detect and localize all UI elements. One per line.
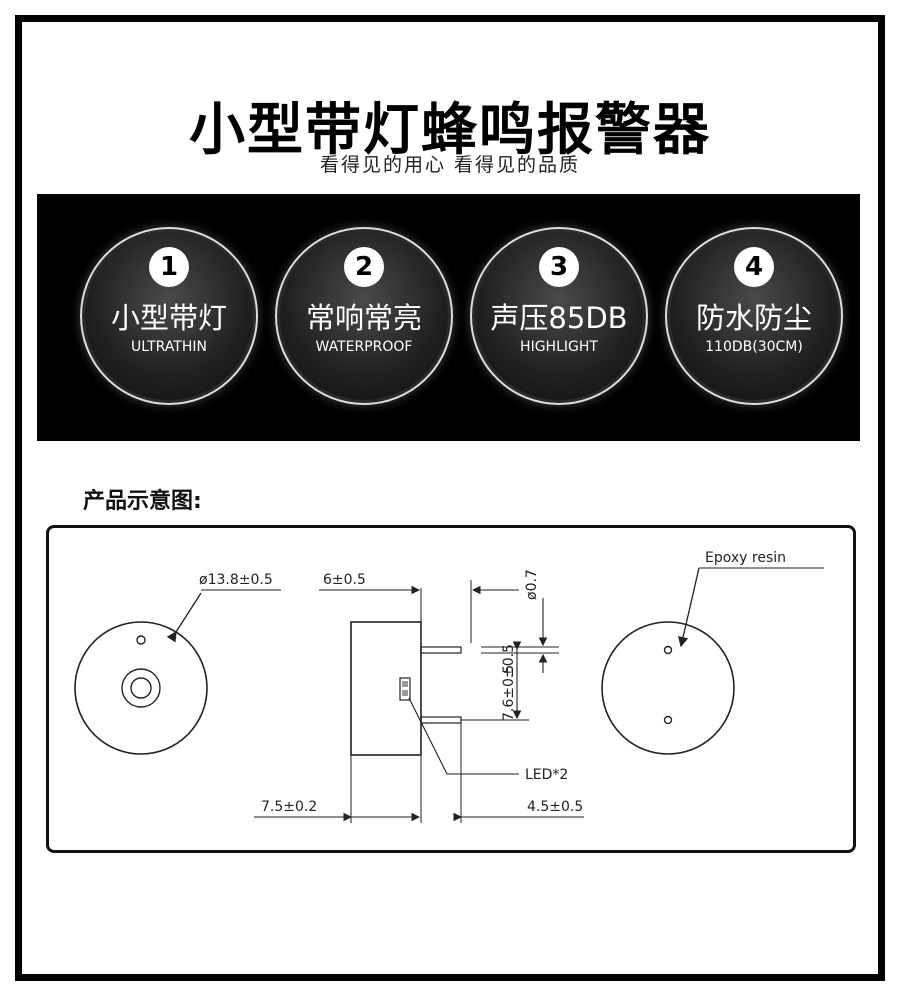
page-title: 小型带灯蜂鸣报警器	[189, 98, 711, 163]
feature-number-1: 1	[149, 247, 189, 287]
feature-subtitle-4: 110DB(30CM)	[705, 339, 803, 355]
side-view: LED*2 6±0.5 ø0.7 ±0.5 7.6±0.5 7.5±0.2 4.…	[254, 569, 584, 823]
feature-badge-4: 4 防水防尘 110DB(30CM)	[665, 227, 843, 405]
pin-spacing-small-label: ±0.5	[501, 644, 517, 678]
page-subtitle: 看得见的用心 看得见的品质	[319, 154, 581, 176]
height-label: 6±0.5	[323, 572, 366, 588]
feature-number-3: 3	[539, 247, 579, 287]
feature-title-2: 常响常亮	[305, 301, 422, 335]
feature-badge-3: 3 声压85DB HIGHLIGHT	[470, 227, 648, 405]
feature-title-3: 声压85DB	[490, 301, 628, 335]
feature-title-1: 小型带灯	[110, 301, 227, 335]
left-length-label: 7.5±0.2	[261, 799, 317, 815]
back-view: Epoxy resin	[601, 550, 824, 755]
diameter-label: ø13.8±0.5	[199, 572, 273, 588]
feature-subtitle-1: ULTRATHIN	[130, 339, 207, 355]
pin-spacing-label: 7.6±0.5	[501, 665, 517, 721]
feature-subtitle-3: HIGHLIGHT	[520, 339, 598, 355]
feature-badge-2: 2 常响常亮 WATERPROOF	[275, 227, 453, 405]
feature-subtitle-2: WATERPROOF	[315, 339, 413, 355]
feature-title-4: 防水防尘	[695, 301, 812, 335]
top-view-front: ø13.8±0.5	[74, 572, 281, 755]
feature-banner: 1 小型带灯 ULTRATHIN 2 常响常亮 WATERPROOF 3 声压8…	[37, 194, 860, 441]
pin-diameter-label: ø0.7	[524, 569, 540, 600]
right-length-label: 4.5±0.5	[527, 799, 583, 815]
diagram-drawing: ø13.8±0.5 LED*2 6±0.5	[74, 550, 824, 823]
feature-number-2: 2	[344, 247, 384, 287]
feature-badge-1: 1 小型带灯 ULTRATHIN	[80, 227, 258, 405]
product-diagram: ø13.8±0.5 LED*2 6±0.5	[46, 525, 856, 853]
epoxy-label: Epoxy resin	[705, 550, 786, 566]
led-label: LED*2	[525, 767, 568, 783]
section-label: 产品示意图:	[83, 489, 202, 514]
feature-number-4: 4	[734, 247, 774, 287]
